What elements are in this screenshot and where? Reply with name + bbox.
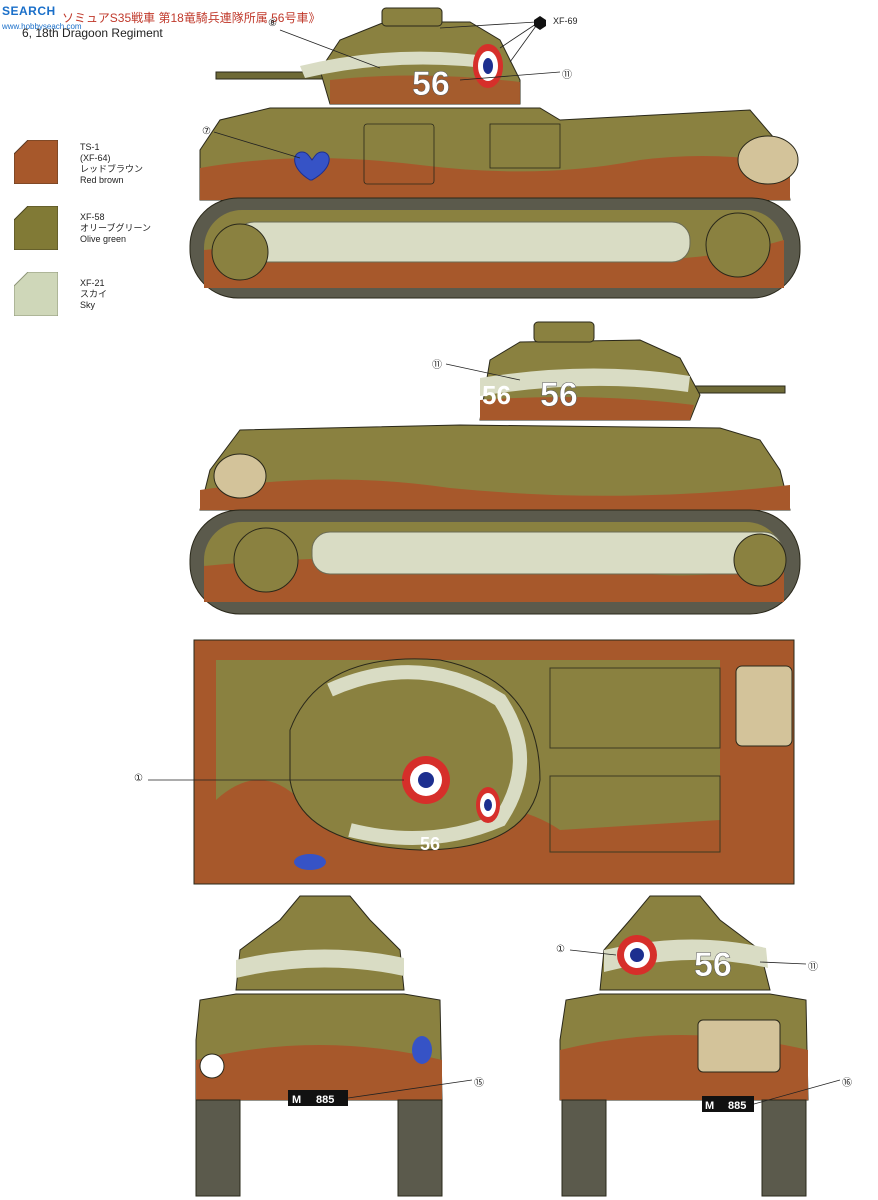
tank-rear-view <box>559 895 809 1197</box>
callout-11-c: ⑪ <box>808 962 818 973</box>
paint-1-code: TS-1 <box>80 142 100 152</box>
plate-rear-prefix: M <box>705 1100 714 1112</box>
tank-front-view <box>195 895 443 1197</box>
callout-11-b: ⑪ <box>432 360 442 371</box>
callout-7: ⑦ <box>202 126 211 137</box>
paint-2-code: XF-58 <box>80 212 105 222</box>
title-line-1: ソミュアS35戦車 第18竜騎兵連隊所属 56号車》 <box>62 11 321 25</box>
paint-2-en: Olive green <box>80 234 127 244</box>
tank-number-rear: 56 <box>694 946 732 984</box>
callout-11-a: ⑪ <box>562 70 572 81</box>
paint-1-sub: (XF-64) <box>80 153 111 163</box>
callout-1-a: ① <box>134 773 143 784</box>
tank-number-top: 56 <box>420 834 440 854</box>
watermark-site: www.hobbyseach.com <box>2 22 82 31</box>
tank-number-right: 56 <box>540 376 578 414</box>
title-line-2: 6, 18th Dragoon Regiment <box>22 26 163 40</box>
callout-16: ⑯ <box>842 1078 852 1089</box>
callout-15: ⑮ <box>474 1078 484 1089</box>
paint-3-jp: スカイ <box>80 289 108 299</box>
paint-3-en: Sky <box>80 300 96 310</box>
paint-1-text: TS-1 (XF-64) レッドブラウン Red brown <box>80 142 143 186</box>
tank-right-side-view <box>189 321 801 615</box>
paint-2-text: XF-58 オリーブグリーン Olive green <box>80 212 151 245</box>
paint-2-jp: オリーブグリーン <box>80 223 152 233</box>
plate-rear-number: 885 <box>728 1100 746 1112</box>
tank-number-left: 56 <box>412 65 450 103</box>
paint-3-code: XF-21 <box>80 278 105 288</box>
plate-front-number: 885 <box>316 1094 334 1106</box>
tank-left-side-view <box>189 7 801 299</box>
watermark-brand-text: SEARCH <box>2 4 56 18</box>
paint-1-en: Red brown <box>80 175 124 185</box>
xf69-marker <box>534 16 546 30</box>
callout-lines <box>148 21 841 1105</box>
tank-number-turret-side: 56 <box>482 380 511 410</box>
paint-3-text: XF-21 スカイ Sky <box>80 278 107 311</box>
watermark-brand: SEARCH <box>2 4 56 18</box>
paint-1-jp: レッドブラウン <box>80 164 144 174</box>
callout-1-b: ① <box>556 944 565 955</box>
callout-8: ⑧ <box>268 18 277 29</box>
xf69-label: XF-69 <box>553 16 578 26</box>
plate-front-prefix: M <box>292 1094 301 1106</box>
tank-top-view <box>193 639 795 885</box>
